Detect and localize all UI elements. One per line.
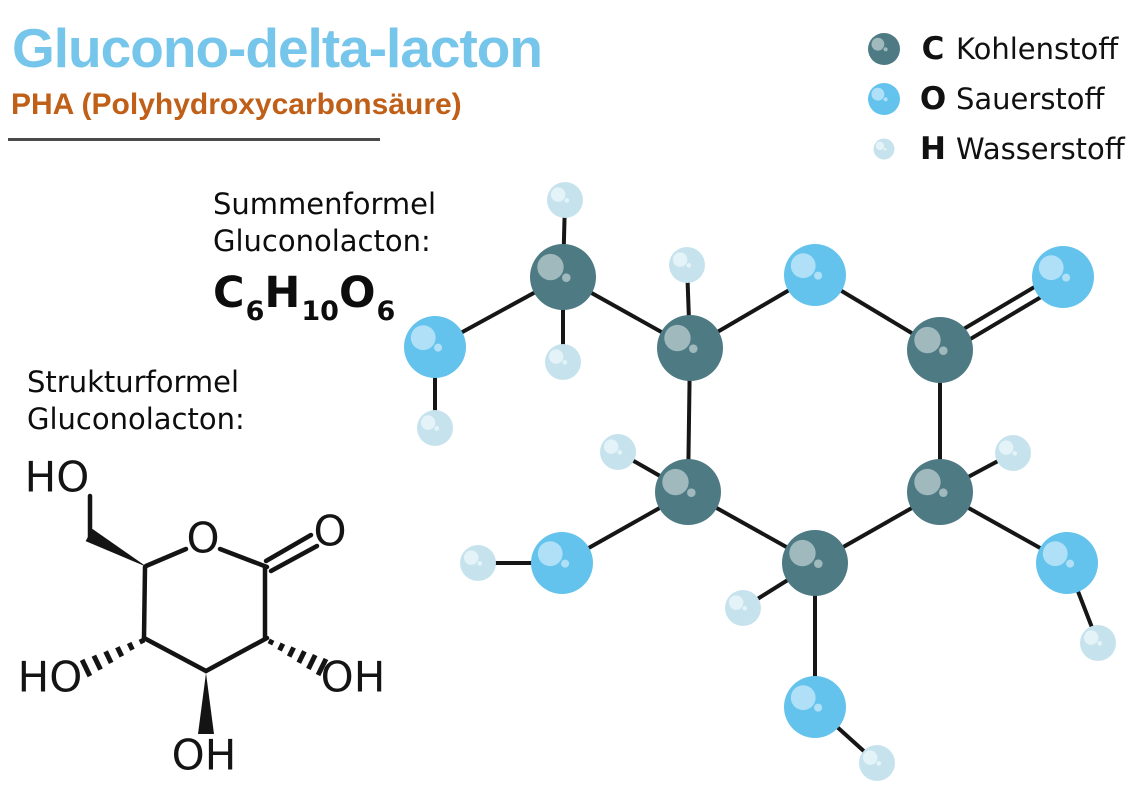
hydrogen-atom xyxy=(545,344,581,380)
sum-formula-caption-line1: Summenformel xyxy=(213,187,437,221)
hydrogen-atom xyxy=(669,247,705,283)
legend-atom-H xyxy=(873,138,895,160)
legend-row-oxygen: O Sauerstoff xyxy=(858,74,1125,124)
skeletal-label: O xyxy=(313,507,346,556)
legend-symbol-hydrogen: H xyxy=(920,131,946,167)
hydrogen-atom xyxy=(995,435,1031,471)
wedge-bond xyxy=(198,673,214,734)
formula-element-1: C xyxy=(213,268,246,318)
oxygen-sphere-icon xyxy=(858,79,910,119)
ball-stick-model-svg xyxy=(404,182,1116,781)
skeletal-bond xyxy=(217,546,270,570)
skeletal-label: OH xyxy=(321,653,386,702)
legend: C Kohlenstoff O Sauerstoff H Wasserstoff xyxy=(858,24,1125,174)
legend-row-hydrogen: H Wasserstoff xyxy=(858,124,1125,174)
hydrogen-sphere-icon xyxy=(858,129,910,169)
skeletal-bond xyxy=(141,635,209,674)
hashed-wedge-bond xyxy=(267,638,329,677)
legend-row-carbon: C Kohlenstoff xyxy=(858,24,1125,74)
structure-caption-line2: Gluconolacton: xyxy=(27,402,245,436)
hydrogen-atom xyxy=(417,410,453,446)
skeletal-bond xyxy=(268,543,320,574)
sum-formula-caption-line2: Gluconolacton: xyxy=(213,224,431,258)
legend-symbol-oxygen: O xyxy=(919,81,947,117)
formula-subscript-3: 6 xyxy=(376,296,396,327)
sum-formula-caption: Summenformel Gluconolacton: xyxy=(213,186,436,260)
legend-sphere-svg xyxy=(868,83,900,115)
legend-symbol-carbon: C xyxy=(921,31,945,67)
formula-element-2: H xyxy=(264,268,302,318)
carbon-atom xyxy=(655,459,721,525)
divider xyxy=(8,138,380,141)
hydrogen-atom xyxy=(460,545,496,581)
carbon-atom xyxy=(657,315,723,381)
skeletal-label: HO xyxy=(18,653,83,702)
formula-subscript-1: 6 xyxy=(245,296,265,327)
formula-element-3: O xyxy=(338,268,377,318)
carbon-atom xyxy=(530,244,596,310)
legend-sphere-svg xyxy=(868,33,900,65)
legend-label-hydrogen: Wasserstoff xyxy=(956,132,1125,166)
structure-caption-line1: Strukturformel xyxy=(27,365,240,399)
legend-label-oxygen: Sauerstoff xyxy=(956,82,1105,116)
skeletal-formula-svg: HO O O HO OH OH xyxy=(18,453,386,780)
carbon-atom xyxy=(782,530,848,596)
legend-sphere-svg xyxy=(873,138,895,160)
oxygen-atom xyxy=(404,316,466,378)
skeletal-bond xyxy=(141,564,148,641)
oxygen-atom xyxy=(784,244,846,306)
carbon-atom xyxy=(907,317,973,383)
hydrogen-atom xyxy=(547,182,583,218)
oxygen-atom xyxy=(531,532,593,594)
oxygen-atom xyxy=(1032,246,1094,308)
hydrogen-atom xyxy=(725,590,761,626)
legend-atom-O xyxy=(868,83,900,115)
skeletal-bond xyxy=(143,546,189,569)
skeletal-label: OH xyxy=(172,731,237,780)
page-title: Glucono-delta-lacton xyxy=(12,17,543,79)
hydrogen-atom xyxy=(1080,625,1116,661)
carbon-sphere-icon xyxy=(858,29,910,69)
page-subtitle: PHA (Polyhydroxycarbonsäure) xyxy=(11,88,462,121)
hydrogen-atom xyxy=(859,745,895,781)
skeletal-label: O xyxy=(186,514,219,563)
formula-subscript-2: 10 xyxy=(301,296,339,327)
molecular-formula: C6H10O6 xyxy=(213,268,395,327)
skeletal-bond xyxy=(203,635,270,674)
oxygen-atom xyxy=(784,676,846,738)
hashed-wedge-bond xyxy=(79,637,146,678)
legend-label-carbon: Kohlenstoff xyxy=(956,32,1119,66)
structure-caption: Strukturformel Gluconolacton: xyxy=(27,364,245,438)
wedge-bond xyxy=(85,528,147,567)
oxygen-atom xyxy=(1036,532,1098,594)
skeletal-label: HO xyxy=(25,453,90,502)
hydrogen-atom xyxy=(600,434,636,470)
legend-atom-C xyxy=(868,33,900,65)
carbon-atom xyxy=(907,459,973,525)
skeletal-bond xyxy=(263,532,314,564)
